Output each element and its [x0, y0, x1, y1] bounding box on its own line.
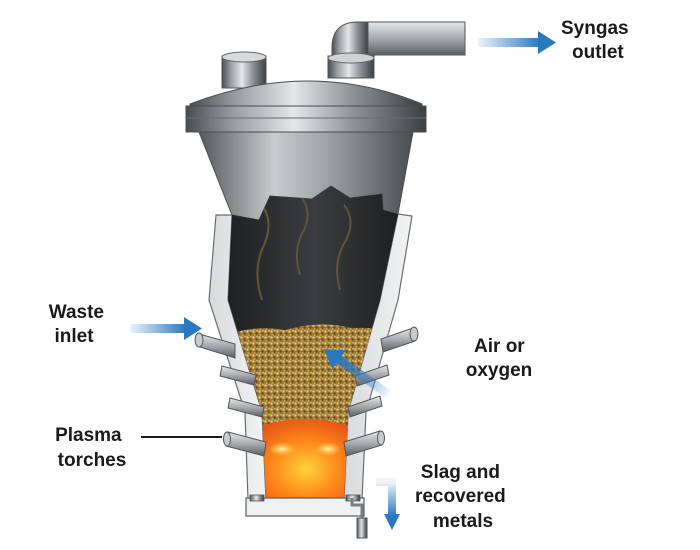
waste-arrow — [130, 317, 202, 340]
slag-label-line1: Slag and — [421, 462, 500, 483]
plasma-label-line1: Plasma — [55, 425, 122, 446]
dome-lid — [185, 80, 427, 133]
air-oxygen-port-left-1 — [219, 365, 257, 386]
syngas-outlet-pipe — [327, 21, 466, 79]
waste-inlet-label: Waste inlet — [49, 302, 110, 347]
air-label-line2: oxygen — [466, 360, 533, 381]
waste-label-line2: inlet — [54, 326, 94, 347]
slag-metals-label: Slag and recovered metals — [415, 462, 511, 532]
air-oxygen-port-right-2 — [347, 395, 383, 418]
syngas-label-line1: Syngas — [561, 18, 629, 39]
plasma-label-line2: torches — [58, 450, 127, 471]
waste-label-line1: Waste — [49, 302, 104, 323]
air-oxygen-label: Air or oxygen — [466, 336, 533, 381]
plasma-torch-left — [223, 431, 267, 457]
air-oxygen-port-upper — [380, 326, 419, 353]
syngas-outlet-label: Syngas outlet — [561, 18, 634, 63]
waste-inlet-port — [194, 332, 236, 359]
slag-arrow — [376, 478, 400, 530]
slag-tap-base — [245, 494, 368, 539]
syngas-label-line2: outlet — [572, 42, 624, 63]
air-label-line1: Air or — [474, 336, 525, 357]
syngas-arrow — [478, 31, 556, 54]
plasma-torch-right — [343, 430, 385, 457]
feed-stub-pipe — [221, 51, 267, 89]
slag-label-line3: metals — [433, 511, 493, 532]
slag-label-line2: recovered — [415, 486, 506, 507]
plasma-torches-label: Plasma torches — [55, 425, 127, 471]
air-oxygen-arrow — [324, 349, 391, 398]
air-oxygen-port-left-2 — [227, 397, 265, 418]
